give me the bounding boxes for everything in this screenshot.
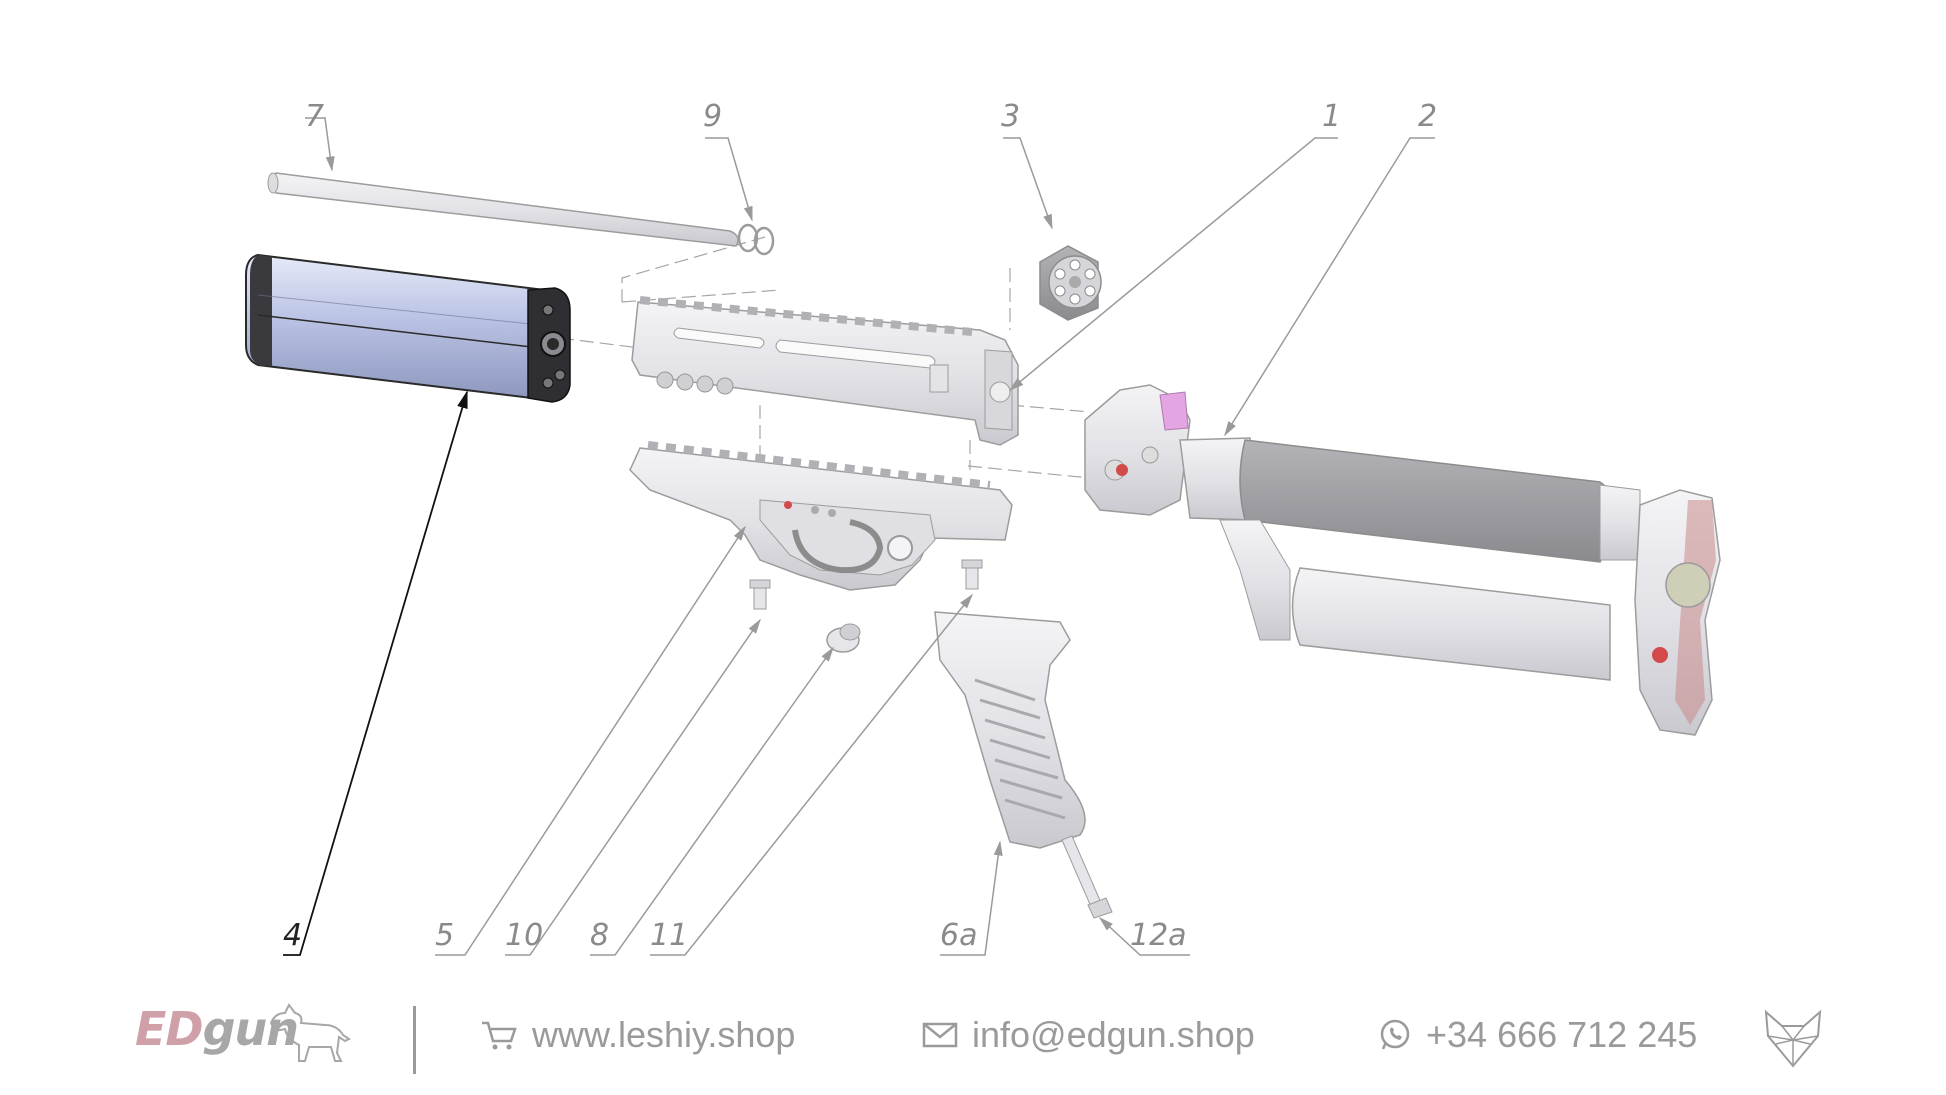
email-text: info@edgun.shop [972,1014,1255,1055]
part-10-screw [749,579,771,610]
part-9-orings [737,223,775,256]
cart-icon [482,1021,517,1050]
part-6a-grip [934,611,1086,849]
footer-separator [413,1006,416,1074]
part-7-rod [267,172,739,247]
email-link[interactable]: info@edgun.shop [922,1010,1255,1060]
callout-6a: 6a [940,918,977,953]
part-3-magazine [1039,245,1102,321]
callout-7: 7 [305,99,324,134]
website-link[interactable]: www.leshiy.shop [480,1010,795,1060]
callout-11: 11 [650,918,688,953]
callout-10: 10 [505,918,543,953]
leader-lines [283,117,1435,956]
footer-bar: EDgun www.leshiy.shop info@edgun.shop +3… [0,990,1946,1080]
brand-ed: ED [135,1002,204,1056]
callout-labels: 7 9 3 1 2 4 5 10 8 11 6a 12a [283,99,1437,953]
callout-2: 2 [1418,99,1437,134]
callout-12a: 12a [1130,918,1187,953]
callout-4: 4 [283,918,302,953]
callout-8: 8 [590,918,609,953]
upper-receiver [631,296,1019,446]
website-text: www.leshiy.shop [532,1014,796,1055]
dog-icon [269,1003,351,1062]
callout-5: 5 [435,918,454,953]
part-2-stock [1179,437,1721,736]
callout-3: 3 [1001,99,1020,134]
part-12a-screw [1061,835,1113,919]
whatsapp-icon [1380,1019,1410,1050]
fox-logo-icon [1764,1009,1822,1068]
callout-1: 1 [1322,99,1341,134]
part-5-lower-frame [629,441,1013,591]
phone-text: +34 666 712 245 [1426,1014,1698,1055]
part-1-action [1084,384,1191,516]
part-11-screw [961,559,983,590]
part-8-plug [826,623,861,653]
envelope-icon [922,1022,958,1048]
callout-9: 9 [703,99,722,134]
phone-link[interactable]: +34 666 712 245 [1378,1010,1697,1060]
part-4-moderator [245,253,571,403]
